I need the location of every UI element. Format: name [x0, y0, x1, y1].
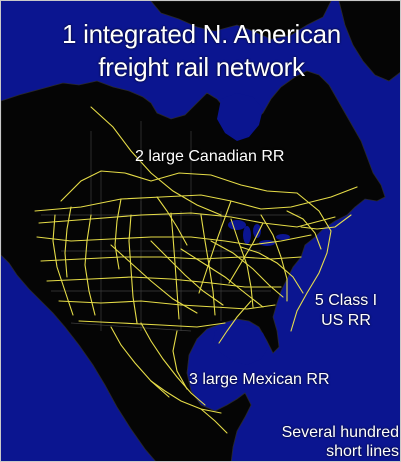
arctic-islands [150, 1, 332, 40]
short-lines-label-line-1: Several hundred [281, 424, 399, 441]
canadian-rr-label: 2 large Canadian RR [135, 148, 285, 165]
short-lines-label-line-2: short lines [326, 443, 399, 460]
us-rr-label-line-2: US RR [321, 312, 371, 329]
map-title-line-1: 1 integrated N. American [62, 19, 341, 49]
mexican-rr-label: 3 large Mexican RR [189, 371, 330, 388]
rail-lines [34, 106, 358, 434]
greenland-landmass [338, 1, 400, 82]
map-title-line-2: freight rail network [98, 52, 305, 82]
north-america-landmass [1, 70, 386, 461]
gulf-of-mexico [213, 323, 269, 365]
us-rr-label-line-1: 5 Class I [314, 292, 378, 309]
hudson-bay [217, 93, 263, 141]
short-lines-label: Several hundred short lines [263, 423, 399, 461]
us-rr-label: 5 Class I US RR [311, 291, 381, 331]
